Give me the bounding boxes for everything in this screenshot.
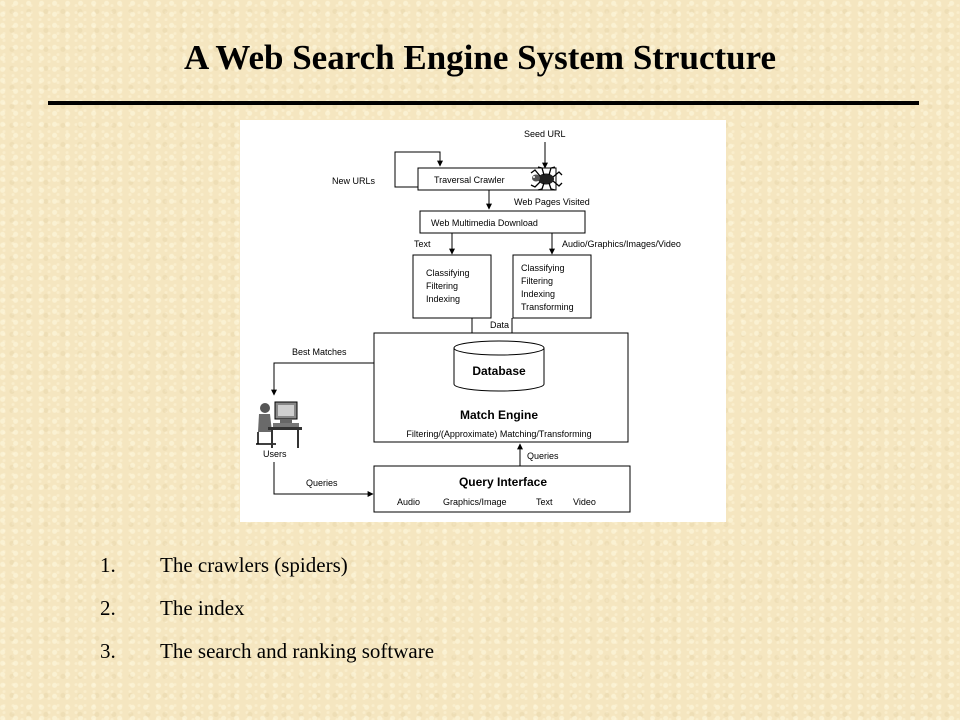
query-type-video: Video	[573, 497, 596, 507]
database-label: Database	[472, 364, 526, 378]
new-urls-loop-arrow	[394, 151, 443, 188]
new-urls-label: New URLs	[332, 176, 376, 186]
traversal-crawler-box	[417, 167, 557, 191]
list-item-number: 2.	[100, 596, 116, 620]
text-proc-line-2: Filtering	[426, 281, 458, 291]
list-item-text: The search and ranking software	[160, 639, 435, 663]
text-label: Text	[414, 239, 431, 249]
text-proc-line-1: Classifying	[426, 268, 470, 278]
query-type-graphics: Graphics/Image	[443, 497, 507, 507]
text-processing-box	[412, 254, 492, 319]
list-item-number: 3.	[100, 639, 116, 663]
media-proc-line-1: Classifying	[521, 263, 565, 273]
match-engine-label: Match Engine	[460, 408, 538, 422]
spider-icon	[530, 166, 563, 191]
seed-url-label: Seed URL	[524, 129, 566, 139]
query-interface-box	[373, 465, 631, 513]
traversal-crawler-label: Traversal Crawler	[434, 175, 505, 185]
multimedia-download-label: Web Multimedia Download	[431, 218, 538, 228]
media-processing-box	[512, 254, 592, 319]
query-type-audio: Audio	[397, 497, 420, 507]
title-underline	[48, 101, 919, 105]
query-type-text: Text	[536, 497, 553, 507]
list-item-number: 1.	[100, 553, 116, 577]
queries-right-label: Queries	[527, 451, 559, 461]
search-engine-diagram: Seed URL New URLs Traversal Crawler Web …	[240, 120, 726, 522]
media-label: Audio/Graphics/Images/Video	[562, 239, 681, 249]
media-proc-line-2: Filtering	[521, 276, 553, 286]
user-at-computer-icon	[256, 401, 302, 448]
web-pages-visited-label: Web Pages Visited	[514, 197, 590, 207]
best-matches-label: Best Matches	[292, 347, 347, 357]
users-label: Users	[263, 449, 287, 459]
list-item-text: The crawlers (spiders)	[160, 553, 348, 577]
best-matches-arrow	[271, 362, 374, 396]
text-proc-line-3: Indexing	[426, 294, 460, 304]
data-label: Data	[490, 320, 509, 330]
media-proc-line-4: Transforming	[521, 302, 574, 312]
query-interface-label: Query Interface	[459, 475, 547, 489]
match-engine-subtitle: Filtering/(Approximate) Matching/Transfo…	[406, 429, 591, 439]
queries-left-label: Queries	[306, 478, 338, 488]
list-item-text: The index	[160, 596, 245, 620]
multimedia-download-box	[419, 210, 586, 234]
queries-to-interface-arrow	[273, 462, 374, 497]
media-proc-line-3: Indexing	[521, 289, 555, 299]
database-cylinder	[453, 340, 545, 392]
slide-title: A Web Search Engine System Structure	[183, 38, 777, 77]
